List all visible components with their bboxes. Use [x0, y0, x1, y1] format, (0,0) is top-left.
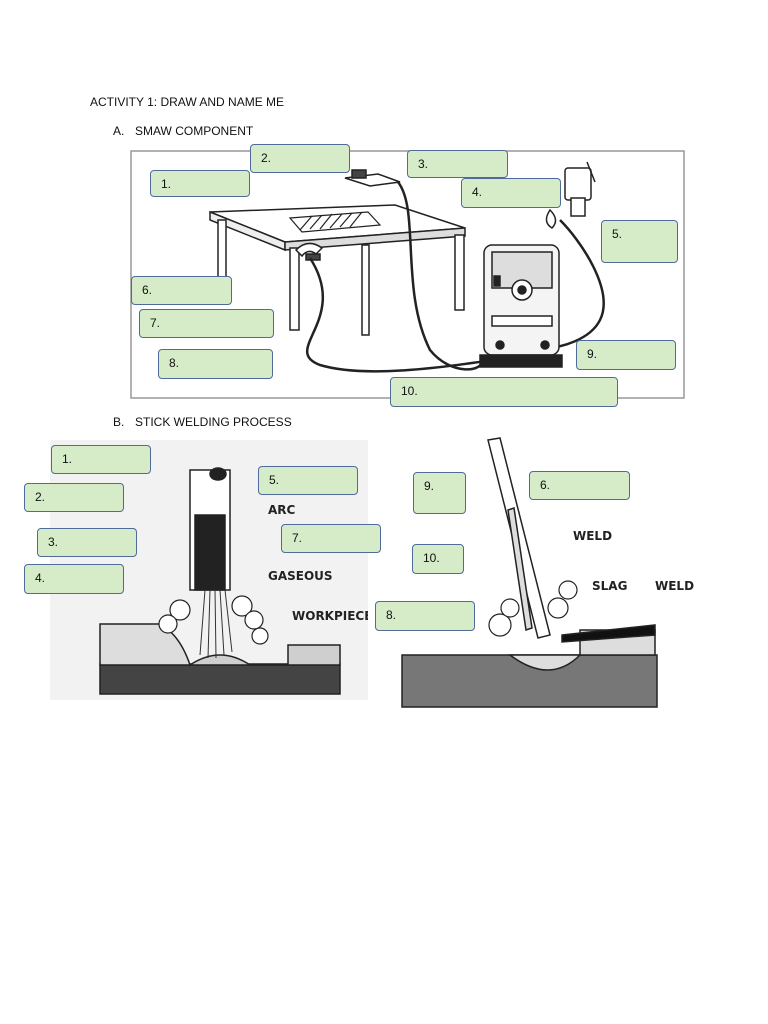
gaseous-shield	[158, 595, 269, 645]
process-label-4[interactable]: 4.	[24, 564, 124, 594]
weld-bead	[507, 624, 656, 671]
weld-annotation-right: WELD	[655, 579, 694, 593]
electrode-angled	[487, 437, 551, 639]
section-b-title: STICK WELDING PROCESS	[135, 415, 292, 429]
section-a-marker: A.	[113, 124, 125, 138]
process-label-9[interactable]: 9.	[413, 472, 466, 514]
workpiece-annotation: WORKPIECE	[292, 609, 368, 623]
arc-annotation: ARC	[268, 503, 296, 517]
process-label-3[interactable]: 3.	[37, 528, 137, 557]
smaw-label-10[interactable]: 10.	[390, 377, 618, 407]
section-b-marker: B.	[113, 415, 125, 429]
wall-outlet-plug	[545, 161, 596, 229]
smaw-label-8[interactable]: 8.	[158, 349, 273, 379]
workpiece-block	[99, 623, 341, 695]
gaseous-annotation: GASEOUS	[268, 569, 333, 583]
electrode-rods	[288, 211, 382, 233]
section-a-title: SMAW COMPONENT	[135, 124, 254, 138]
smaw-label-5[interactable]: 5.	[601, 220, 678, 263]
activity-title: ACTIVITY 1: DRAW AND NAME ME	[90, 95, 285, 109]
welding-cables	[306, 181, 605, 373]
weld-annotation-top: WELD	[573, 529, 612, 543]
process-label-2[interactable]: 2.	[24, 483, 124, 512]
stick-welding-diagram-right: WELD SLAG WELD	[401, 437, 694, 708]
smaw-label-4[interactable]: 4.	[461, 178, 561, 208]
electrode-holder	[344, 169, 401, 187]
arc-spray	[199, 589, 233, 659]
process-label-10[interactable]: 10.	[412, 544, 464, 574]
process-label-7[interactable]: 7.	[281, 524, 381, 553]
process-label-5[interactable]: 5.	[258, 466, 358, 495]
smaw-label-1[interactable]: 1.	[150, 170, 250, 197]
smaw-label-7[interactable]: 7.	[139, 309, 274, 338]
smaw-label-9[interactable]: 9.	[576, 340, 676, 370]
ground-clamp	[294, 242, 324, 261]
smaw-label-6[interactable]: 6.	[131, 276, 232, 305]
welding-machine	[479, 244, 563, 368]
process-label-8[interactable]: 8.	[375, 601, 475, 631]
smaw-label-3[interactable]: 3.	[407, 150, 508, 178]
process-label-1[interactable]: 1.	[51, 445, 151, 474]
gas-cloud	[488, 580, 578, 637]
slag-annotation: SLAG	[592, 579, 627, 593]
process-label-6[interactable]: 6.	[529, 471, 630, 500]
smaw-label-2[interactable]: 2.	[250, 144, 350, 173]
electrode	[189, 467, 231, 591]
